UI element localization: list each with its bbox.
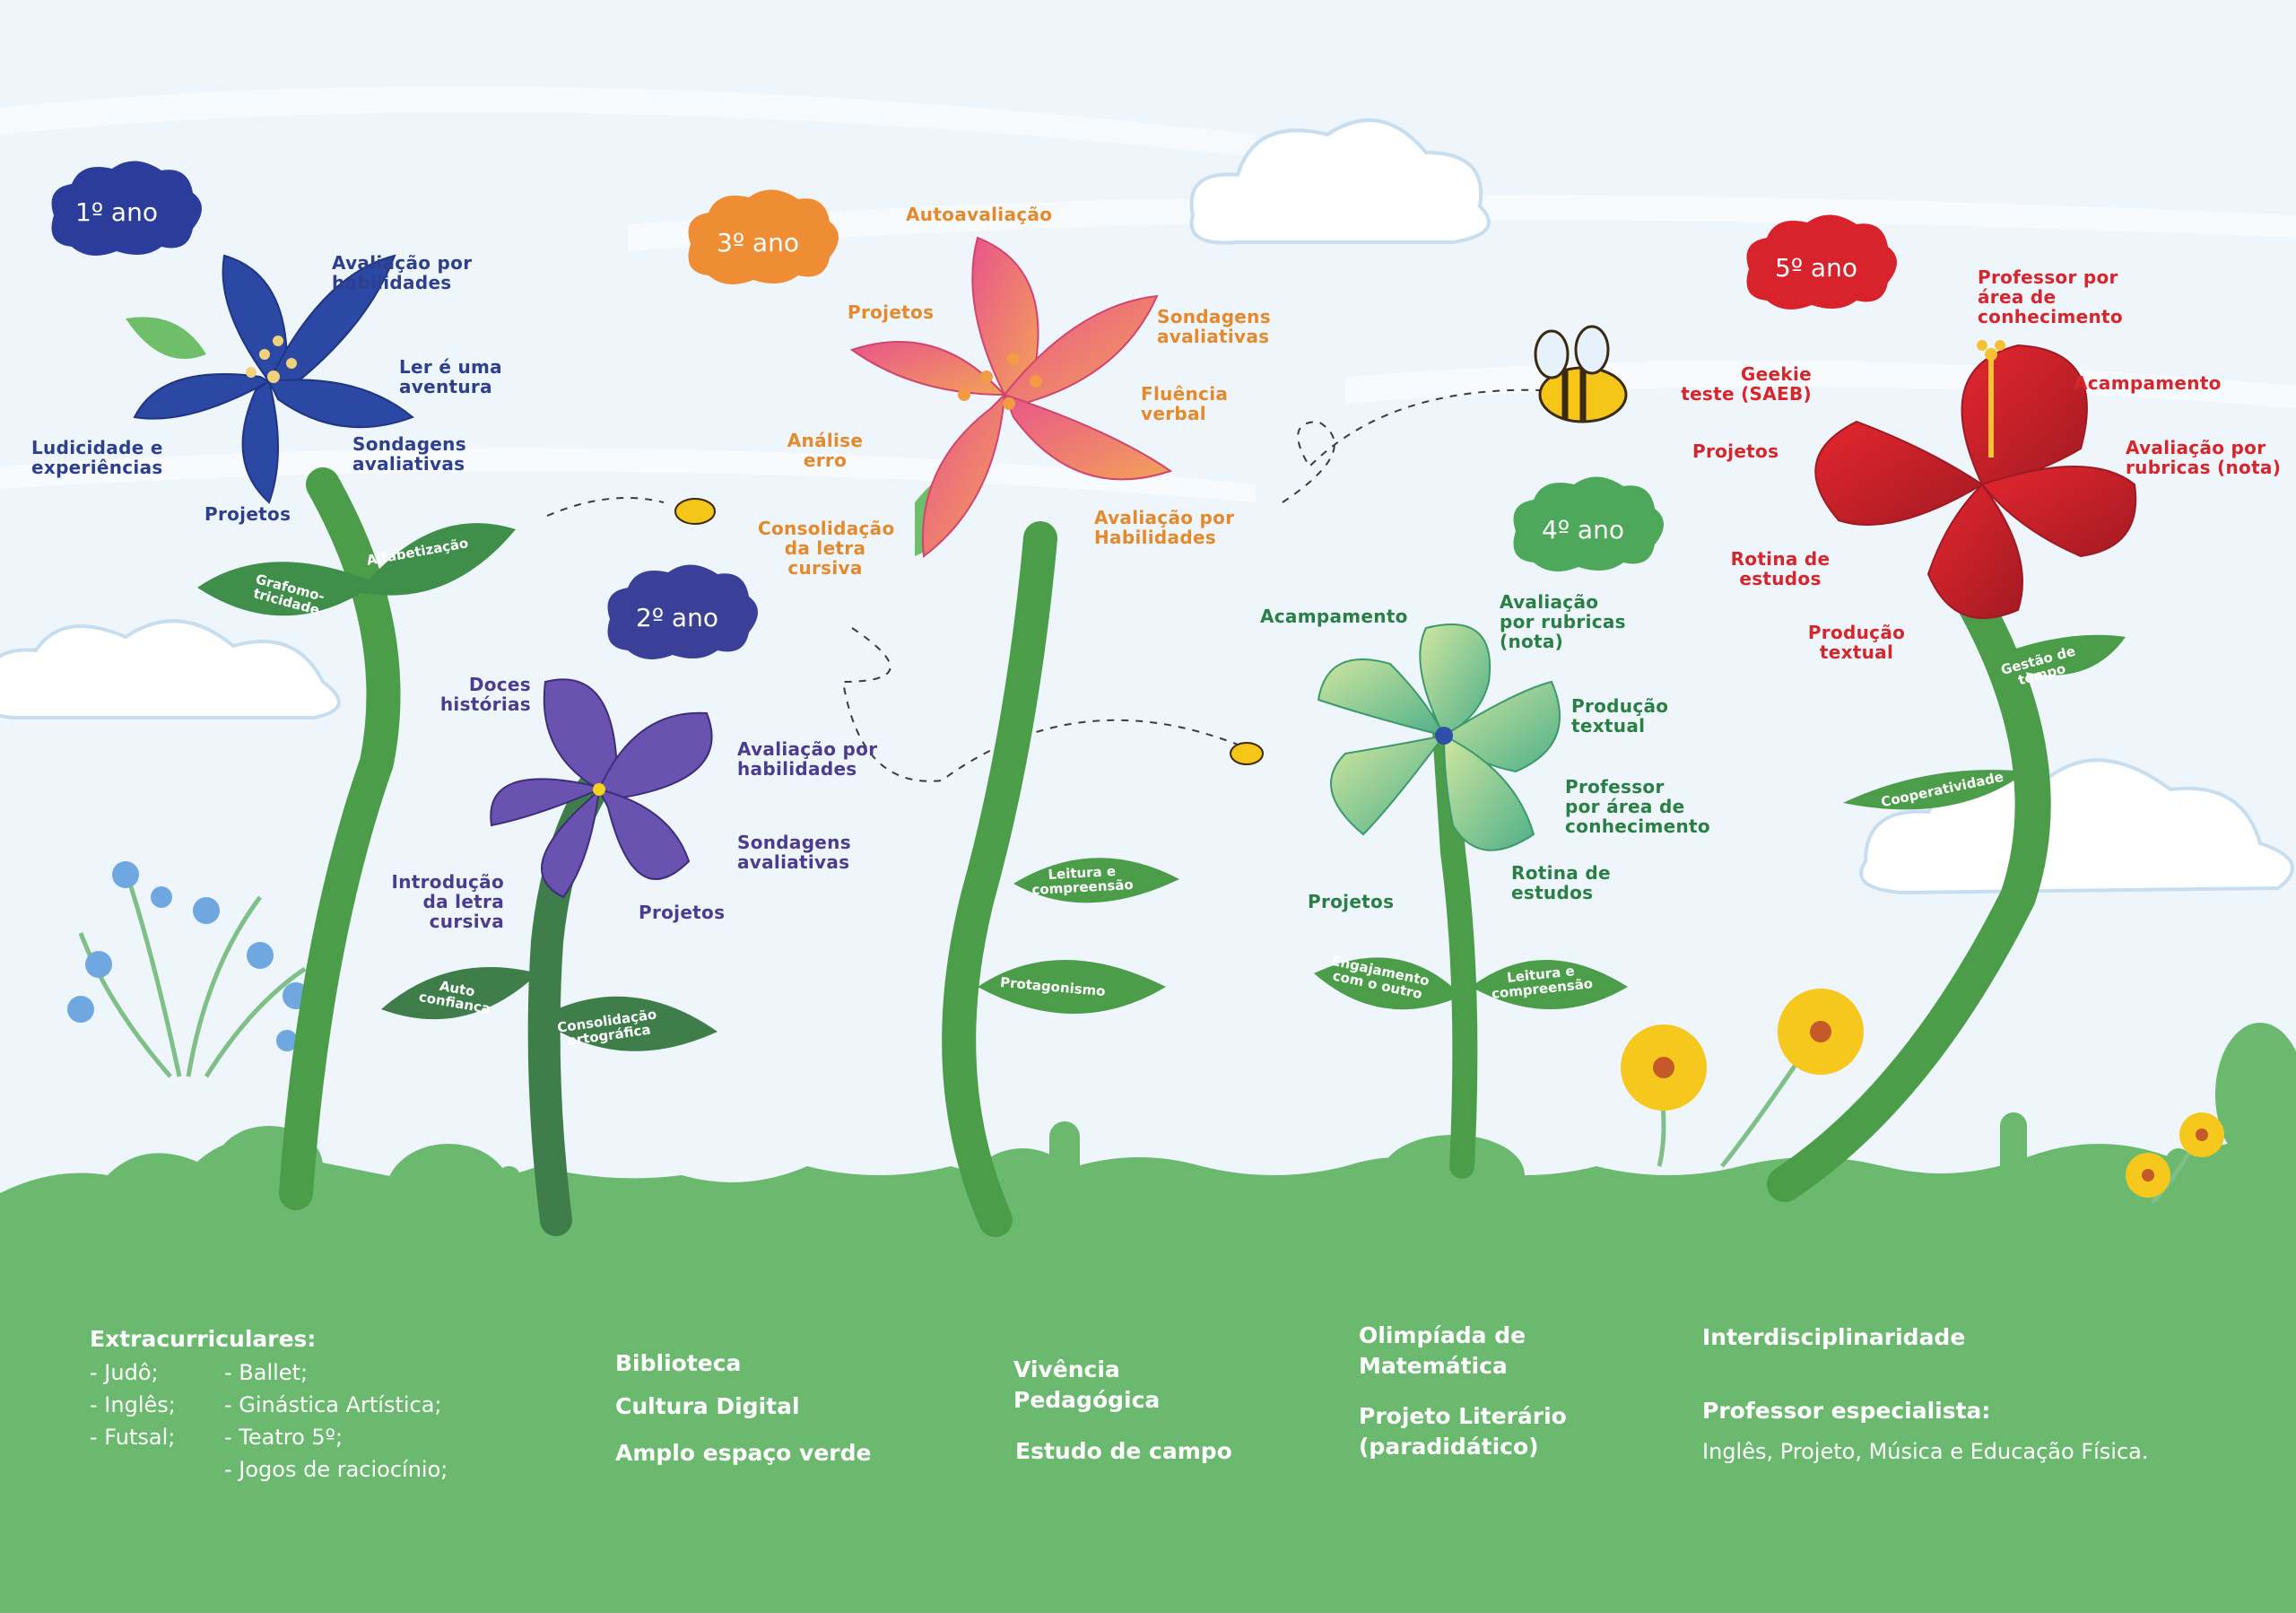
g5-label-producao-textual: Produção textual — [1807, 622, 1906, 663]
g2-label-avaliacao-habilidades: Avaliação por habilidades — [737, 738, 878, 780]
g5-label-professor-area: Professor por área de conhecimento — [1978, 266, 2123, 327]
g3-label-consolidacao-cursiva: Consolidação da letra cursiva — [758, 518, 895, 579]
footer-extracurricular-title: Extracurriculares: — [90, 1326, 317, 1352]
g1-label-ludicidade: Ludicidade e experiências — [31, 437, 163, 478]
g4-label-projetos: Projetos — [1308, 891, 1395, 912]
g1-label-projetos: Projetos — [204, 503, 291, 525]
badge-3ano: 3º ano — [717, 228, 799, 257]
footer-extracurricular-list-2: - Ballet; - Ginástica Artística; - Teatr… — [224, 1360, 448, 1482]
footer-professor-especialista-text: Inglês, Projeto, Música e Educação Físic… — [1702, 1439, 2149, 1464]
g1-label-sondagens: Sondagens avaliativas — [352, 433, 466, 475]
leaf-alfabetizacao — [359, 523, 516, 596]
leaf-leitura-4 — [1471, 960, 1628, 1009]
footer-cultura-digital: Cultura Digital — [615, 1393, 800, 1419]
blue-flower-bush — [78, 869, 307, 1078]
g2-label-projetos: Projetos — [639, 902, 726, 923]
leaf-cooperatividade — [1843, 770, 2027, 810]
leaves — [197, 523, 2126, 1051]
g5-label-avaliacao-rubricas: Avaliação por rubricas (nota) — [2126, 437, 2282, 478]
yellow-daisy-icon — [1621, 989, 2224, 1204]
bee-icon — [674, 325, 1628, 765]
g4-label-producao-textual: Produção textual — [1571, 695, 1669, 737]
g1-label-ler-aventura: Ler é uma aventura — [399, 356, 502, 397]
cloud-badge-3ano — [688, 189, 839, 284]
bee-trail — [546, 388, 1544, 782]
g4-label-rotina-estudos: Rotina de estudos — [1511, 862, 1611, 903]
badge-clouds — [51, 161, 1897, 659]
red-flower-5ano — [1814, 340, 2137, 619]
footer-estudo-campo: Estudo de campo — [1015, 1438, 1232, 1464]
footer-olimpiada: Olimpíada de Matemática — [1359, 1322, 1526, 1379]
g3-label-analise-erro: Análise erro — [787, 430, 864, 471]
g3-label-fluencia: Fluência verbal — [1141, 383, 1229, 424]
pink-flower-3ano — [849, 236, 1173, 558]
g4-label-professor-area: Professor por área de conhecimento — [1565, 776, 1710, 837]
g4-label-avaliacao-rubricas: Avaliação por rubricas (nota) — [1500, 591, 1626, 652]
footer-interdisciplinaridade: Interdisciplinaridade — [1702, 1324, 1966, 1350]
cloud-badge-1ano — [51, 161, 202, 256]
g3-label-projetos: Projetos — [848, 301, 935, 323]
green-flower-4ano — [1317, 623, 1561, 851]
leaf-consolidacao-ortografica — [538, 996, 718, 1051]
leaf-gestao-tempo — [1987, 634, 2126, 676]
g5-label-acampamento: Acampamento — [2074, 372, 2222, 394]
grass-ground — [0, 1130, 2296, 1613]
g3-leaf-leitura: Leitura e compreensão — [1031, 863, 1135, 898]
bushes — [215, 1023, 2296, 1242]
purple-flower-2ano — [490, 678, 713, 899]
leaf-leitura-3 — [1013, 858, 1179, 903]
cloud-badge-4ano — [1513, 476, 1664, 571]
footer-extracurricular-list-1: - Judô; - Inglês; - Futsal; — [90, 1360, 176, 1450]
footer-vivencia-pedagogica: Vivência Pedagógica — [1013, 1356, 1161, 1413]
badge-4ano: 4º ano — [1542, 515, 1624, 545]
g2-label-doces-historias: Doces histórias — [439, 674, 531, 715]
badge-2ano: 2º ano — [636, 603, 718, 632]
g4-label-acampamento: Acampamento — [1260, 606, 1408, 627]
g2-label-introducao-cursiva: Introdução da letra cursiva — [391, 871, 504, 932]
footer-professor-especialista: Professor especialista: — [1702, 1398, 1991, 1424]
cloud-badge-2ano — [607, 564, 758, 659]
footer-projeto-literario: Projeto Literário (paradidático) — [1359, 1403, 1567, 1460]
badge-1ano: 1º ano — [75, 197, 158, 227]
blue-flower-icon — [67, 861, 309, 1051]
g1-label-avaliacao-habilidades: Avaliação por habilidades — [332, 252, 473, 293]
g5-label-rotina-estudos: Rotina de estudos — [1730, 548, 1831, 589]
g3-label-avaliacao-habilidades: Avaliação por Habilidades — [1094, 507, 1235, 548]
footer-espaco-verde: Amplo espaço verde — [615, 1440, 872, 1466]
g3-label-autoavaliacao: Autoavaliação — [906, 204, 1053, 225]
g2-label-sondagens: Sondagens avaliativas — [737, 832, 851, 873]
cloud-badge-5ano — [1746, 214, 1897, 310]
leaf-engajamento — [1314, 957, 1462, 1010]
badge-5ano: 5º ano — [1775, 253, 1857, 283]
leaf-grafomotricidade — [197, 562, 377, 616]
g3-label-sondagens: Sondagens avaliativas — [1157, 306, 1271, 347]
g5-label-geekie: Geekie teste (SAEB) — [1681, 363, 1812, 405]
leaf-autoconfianca — [381, 967, 538, 1020]
blue-flower-1ano — [126, 254, 414, 504]
g5-label-projetos: Projetos — [1692, 440, 1779, 462]
leaf-protagonismo — [978, 960, 1166, 1014]
footer-biblioteca: Biblioteca — [615, 1350, 742, 1376]
